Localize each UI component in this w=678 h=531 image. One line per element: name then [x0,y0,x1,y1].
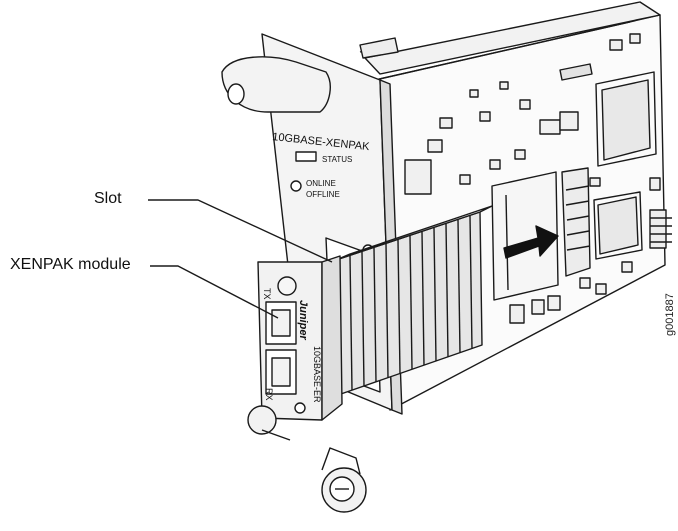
slot-leader-line [148,199,333,263]
slot-callout-label: Slot [94,190,122,207]
thumb-wheel [321,447,367,513]
brand-logo: Juniper [297,300,309,340]
xenpak-module-callout-label: XENPAK module [10,256,131,273]
module-leader-line [150,265,279,319]
header-pins [649,209,672,249]
captive-screw [247,405,291,441]
status-label: STATUS [322,155,352,164]
tx-label: TX [262,288,272,300]
online-offline-led [290,180,302,192]
figure-id: g001887 [664,293,676,336]
status-led [295,151,317,162]
insertion-arrow [503,225,559,259]
online-label: ONLINE [306,179,336,188]
heatsink [335,205,493,396]
board-connector [561,167,591,277]
module-top-screw [277,276,297,296]
offline-label: OFFLINE [306,190,340,199]
main-chip [595,71,657,167]
secondary-chip [593,191,643,260]
ejector-handle [221,56,331,113]
module-model-label: 10GBASE-ER [312,346,322,403]
slot-cavity [491,171,559,301]
rx-label: RX [264,388,274,401]
